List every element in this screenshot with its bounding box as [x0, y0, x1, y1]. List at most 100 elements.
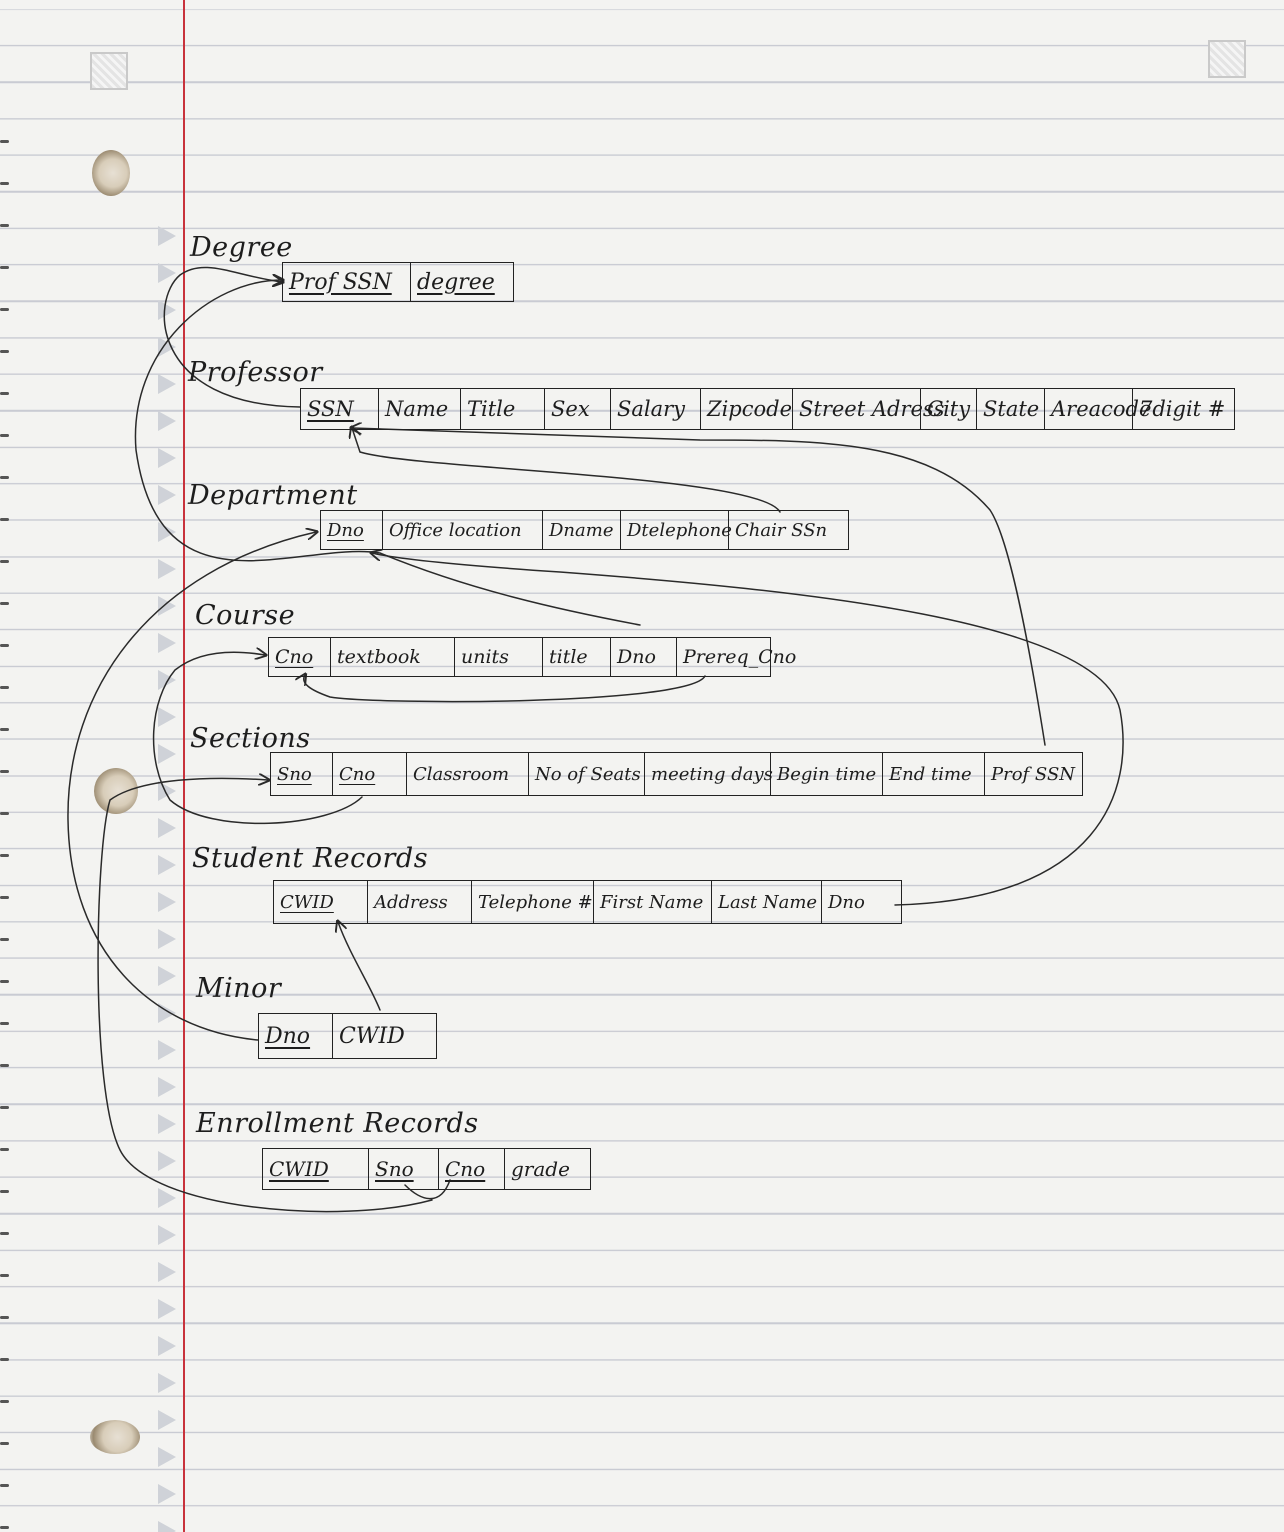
perforation-tick: [0, 518, 9, 521]
perforation-tick: [0, 392, 9, 395]
perforation-tick: [0, 770, 9, 773]
perforation-tick: [0, 728, 9, 731]
attribute-cell-title: Title: [461, 389, 545, 429]
relation-table-student-records: CWID Address Telephone # First Name Last Nam…: [273, 880, 902, 924]
margin-triangle: [158, 448, 176, 468]
margin-triangle: [158, 1262, 176, 1282]
attribute-cell-dno: Dno: [321, 511, 383, 549]
attribute-label: Office location: [389, 519, 522, 541]
attribute-label: Cno: [339, 763, 376, 785]
attribute-cell-address: Address: [368, 881, 472, 923]
perforation-tick: [0, 938, 9, 941]
attribute-label: Cno: [275, 646, 314, 668]
margin-triangle: [158, 744, 176, 764]
attribute-cell-end-time: End time: [883, 753, 985, 795]
attribute-cell-state: State: [977, 389, 1045, 429]
margin-triangle: [158, 1114, 176, 1134]
attribute-cell-no-of-seats: No of Seats: [529, 753, 645, 795]
perforation-tick: [0, 1484, 9, 1487]
binder-hole-middle: [94, 768, 138, 814]
attribute-cell-units: units: [455, 638, 543, 676]
perforation-tick: [0, 350, 9, 353]
perforation-tick: [0, 1190, 9, 1193]
link-professor-ssn-to-degree: [163, 266, 301, 408]
perforation-tick: [0, 1064, 9, 1067]
attribute-label: Areacode: [1051, 397, 1152, 421]
margin-triangle: [158, 1151, 176, 1171]
margin-triangle: [158, 707, 176, 727]
attribute-label: CWID: [269, 1157, 329, 1181]
attribute-label: Dno: [617, 646, 656, 668]
link-minor-dno-to-department: [67, 532, 316, 1041]
perforation-tick: [0, 140, 9, 143]
attribute-label: No of Seats: [535, 763, 641, 785]
perforation-tick: [0, 644, 9, 647]
margin-triangle: [158, 1188, 176, 1208]
attribute-label: SSN: [307, 397, 354, 421]
attribute-label: First Name: [600, 891, 704, 913]
attribute-cell-sno: Sno: [271, 753, 333, 795]
relation-title-student-records: Student Records: [192, 843, 429, 874]
perforation-tick: [0, 812, 9, 815]
margin-triangle: [158, 411, 176, 431]
attribute-cell-classroom: Classroom: [407, 753, 529, 795]
margin-triangle: [158, 1373, 176, 1393]
attribute-label: Telephone #: [478, 891, 593, 913]
attribute-label: City: [927, 397, 971, 421]
attribute-cell-ssn: SSN: [301, 389, 379, 429]
link-chair-ssn-to-professor: [352, 428, 781, 513]
binder-hole-bottom: [90, 1420, 140, 1454]
attribute-label: Name: [385, 397, 449, 421]
perforation-tick: [0, 854, 9, 857]
attribute-cell-begin-time: Begin time: [771, 753, 883, 795]
attribute-cell-first-name: First Name: [594, 881, 712, 923]
attribute-label: 7digit #: [1139, 397, 1226, 421]
attribute-label: Begin time: [777, 763, 877, 785]
perforation-tick: [0, 896, 9, 899]
attribute-cell-dno: Dno: [611, 638, 677, 676]
attribute-cell-title: title: [543, 638, 611, 676]
attribute-label: CWID: [280, 891, 334, 913]
link-minor-cwid-to-student: [338, 922, 381, 1011]
perforation-tick: [0, 1316, 9, 1319]
perforation-tick: [0, 560, 9, 563]
perforation-tick: [0, 1442, 9, 1445]
attribute-label: Street Adress: [799, 397, 945, 421]
attribute-label: Dno: [265, 1023, 311, 1049]
attribute-cell-name: Name: [379, 389, 461, 429]
perforation-tick: [0, 1400, 9, 1403]
attribute-cell-meeting-days: meeting days: [645, 753, 773, 795]
margin-triangle: [158, 596, 176, 616]
attribute-label: title: [549, 646, 588, 668]
margin-triangle: [158, 559, 176, 579]
binder-hole-top: [92, 150, 130, 196]
attribute-label: Dno: [828, 891, 865, 913]
attribute-label: grade: [511, 1157, 570, 1181]
margin-triangle: [158, 1447, 176, 1467]
relation-title-department: Department: [188, 480, 358, 511]
relation-title-enrollment-records: Enrollment Records: [196, 1108, 479, 1139]
margin-triangle: [158, 1225, 176, 1245]
attribute-label: Sno: [375, 1157, 414, 1181]
margin-triangle: [158, 1410, 176, 1430]
margin-triangle: [158, 374, 176, 394]
attribute-label: Address: [374, 891, 448, 913]
attribute-cell-last-name: Last Name: [712, 881, 822, 923]
relation-title-sections: Sections: [190, 723, 311, 754]
attribute-label: Sno: [277, 763, 312, 785]
margin-triangle: [158, 855, 176, 875]
margin-triangle: [158, 1077, 176, 1097]
attribute-cell-cwid: CWID: [333, 1014, 437, 1058]
attribute-cell-areacode: Areacode: [1045, 389, 1151, 429]
margin-triangle: [158, 226, 176, 246]
attribute-label: State: [983, 397, 1040, 421]
attribute-cell-zipcode: Zipcode: [701, 389, 793, 429]
margin-triangle: [158, 1299, 176, 1319]
margin-triangle: [158, 892, 176, 912]
perforation-tick: [0, 434, 9, 437]
perforation-tick: [0, 1232, 9, 1235]
